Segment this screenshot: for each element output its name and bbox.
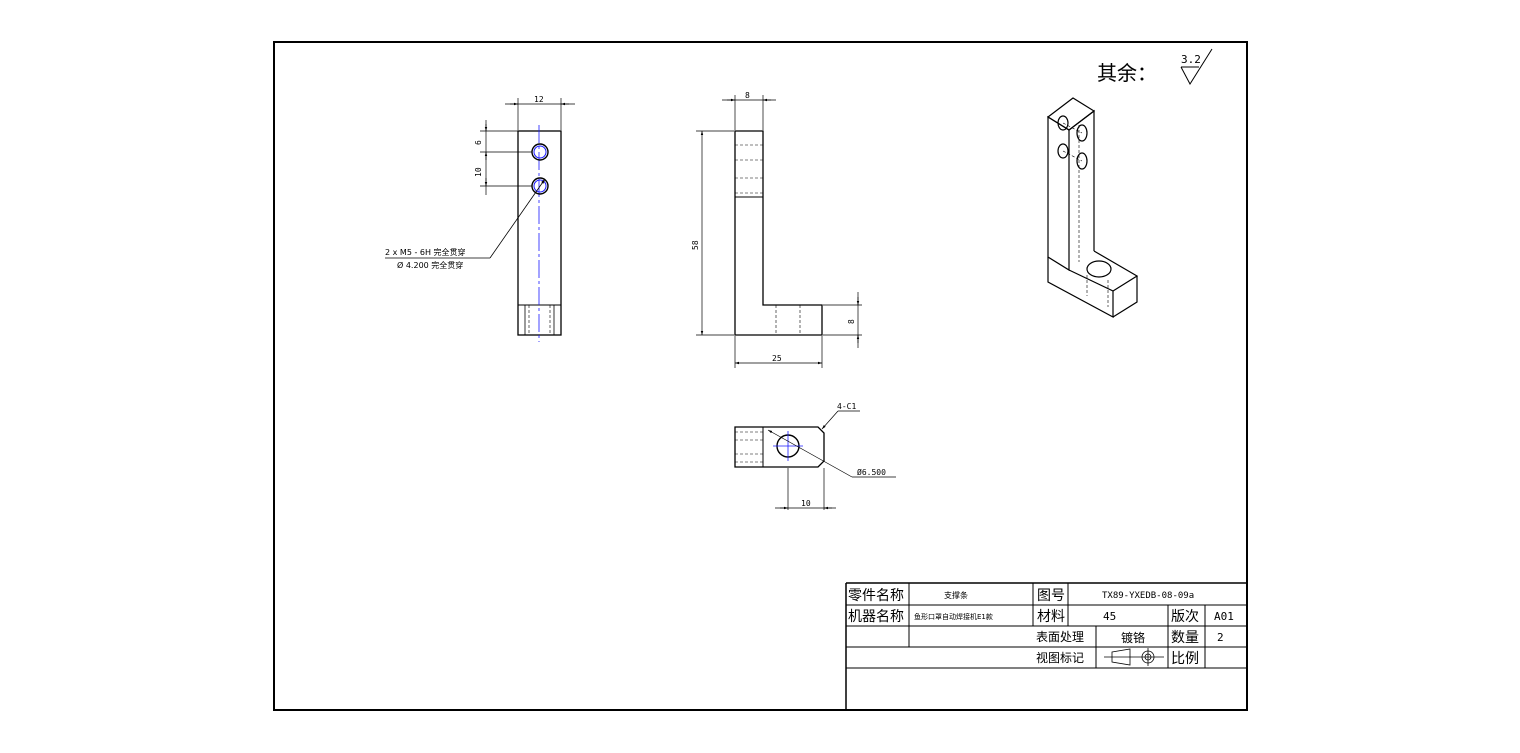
machine-name: 鱼形口罩自动焊接机E1款 bbox=[914, 612, 993, 621]
roughness-note: 其余： 3.2 bbox=[1097, 48, 1213, 85]
drawing-no-label: 图号 bbox=[1037, 588, 1065, 604]
roughness-label: 其余： bbox=[1097, 61, 1157, 85]
top-view: 4-C1 Ø6.500 10 bbox=[734, 402, 896, 510]
dim-hole-spacing: 10 bbox=[474, 167, 483, 177]
part-name: 支撑条 bbox=[944, 590, 968, 600]
roughness-value: 3.2 bbox=[1181, 53, 1201, 66]
dim-front-thickness: 8 bbox=[745, 91, 750, 100]
dim-foot-height: 8 bbox=[847, 319, 856, 324]
dim-front-height: 58 bbox=[691, 240, 700, 250]
dim-hole-dia: Ø6.500 bbox=[857, 467, 886, 477]
front-view: 8 58 8 25 bbox=[691, 91, 862, 368]
dim-hole-top: 6 bbox=[474, 140, 483, 145]
quantity-label: 数量 bbox=[1171, 630, 1199, 646]
revision-label: 版次 bbox=[1171, 609, 1199, 625]
title-block: 零件名称 支撑条 图号 TX89-YXEDB-08-09a 机器名称 鱼形口罩自… bbox=[845, 582, 1246, 710]
part-name-label: 零件名称 bbox=[848, 588, 904, 604]
dim-side-width: 12 bbox=[534, 95, 544, 104]
side-view: 12 6 10 2 x M5 - 6H 完全贯穿 Ø 4.200 完全贯穿 bbox=[385, 95, 575, 342]
dim-hole-offset: 10 bbox=[801, 499, 811, 508]
machine-name-label: 机器名称 bbox=[848, 609, 904, 625]
thread-callout-1: 2 x M5 - 6H 完全贯穿 bbox=[385, 247, 466, 257]
dim-chamfer: 4-C1 bbox=[837, 402, 856, 411]
drawing-no: TX89-YXEDB-08-09a bbox=[1102, 591, 1194, 601]
material-label: 材料 bbox=[1037, 609, 1065, 625]
surface-label: 表面处理 bbox=[1036, 630, 1084, 644]
dim-foot-length: 25 bbox=[772, 354, 782, 363]
surface: 镀铬 bbox=[1121, 630, 1145, 645]
projection-symbol-icon bbox=[1104, 648, 1164, 666]
thread-callout-2: Ø 4.200 完全贯穿 bbox=[397, 260, 463, 270]
view-label: 视图标记 bbox=[1036, 650, 1084, 665]
quantity: 2 bbox=[1217, 631, 1224, 644]
scale-label: 比例 bbox=[1171, 651, 1199, 667]
material: 45 bbox=[1103, 610, 1116, 623]
drawing-border bbox=[273, 41, 1248, 711]
isometric-view bbox=[1046, 97, 1139, 319]
revision: A01 bbox=[1214, 610, 1234, 623]
